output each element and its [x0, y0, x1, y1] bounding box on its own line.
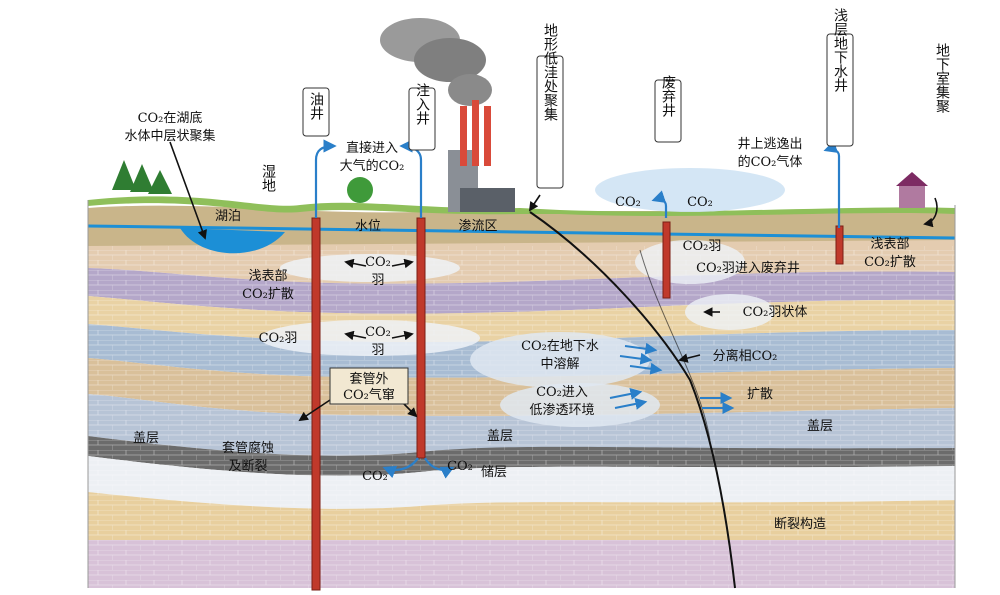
well-escape-line2: 的CO₂气体	[738, 154, 803, 170]
reservoir-label: 储层	[481, 465, 507, 480]
cap-left-label: 盖层	[133, 431, 159, 446]
basement-label: 地下室集聚	[934, 43, 950, 114]
low-perm-line1: CO₂进入	[536, 385, 588, 400]
lake-co2-line2: 水体中层状聚集	[124, 128, 215, 144]
fault-line-secondary	[639, 249, 711, 441]
low-perm-line2: 低渗透环境	[529, 403, 594, 418]
plume-1-line1: CO₂	[365, 255, 391, 270]
topo-low-label: 地形低洼处聚集	[542, 23, 558, 121]
plume-right-body	[685, 294, 775, 330]
plume-upper	[280, 254, 460, 282]
oil-well-casing	[311, 217, 321, 591]
casing-box	[329, 367, 409, 405]
co2-plume-body-label: CO₂羽状体	[743, 305, 808, 320]
diffusion-arrows	[609, 342, 735, 414]
casing-line2: CO₂气窜	[343, 387, 395, 403]
corrosion-line1: 套管腐蚀	[222, 440, 274, 456]
lake-label: 湖泊	[215, 209, 241, 224]
cap-mid-label: 盖层	[487, 429, 513, 444]
co2-plume-right-label: CO₂羽	[683, 239, 722, 254]
escape-cloud	[595, 168, 785, 212]
water-table-line	[87, 224, 956, 240]
lake-co2-line1: CO₂在湖底	[138, 110, 203, 126]
plume-enter-abandoned-label: CO₂羽进入废弃井	[696, 260, 800, 276]
direct-atm-line2: 大气的CO₂	[340, 158, 405, 174]
co2-gas-b: CO₂	[687, 195, 713, 210]
separated-label: 分离相CO₂	[713, 348, 778, 364]
shallow-diff-left-line1: 浅表部	[248, 269, 287, 284]
text-labels: CO₂在湖底 水体中层状聚集 湖泊 直接进入 大气的CO₂ 水位 渗流区 CO₂…	[124, 110, 915, 532]
power-plant	[448, 100, 515, 212]
co2-plume-left-label: CO₂羽	[259, 331, 298, 346]
shallow-diff-right-line1: 浅表部	[870, 237, 909, 252]
water-level-label: 水位	[355, 219, 381, 234]
direct-atm-line1: 直接进入	[346, 140, 398, 156]
shallow-gw-well-label: 浅层地下水井	[832, 8, 848, 93]
fault-label: 断裂构造	[774, 517, 826, 532]
seepage-label: 渗流区	[458, 219, 497, 234]
injection-well-label: 注入井	[414, 83, 430, 126]
dissolve-line1: CO₂在地下水	[521, 339, 599, 354]
well-escape-line1: 井上逃逸出	[737, 137, 802, 152]
trees	[112, 160, 373, 203]
dissolve-line2: 中溶解	[540, 357, 579, 372]
ground-surface	[88, 196, 955, 216]
co2-reservoir-a: CO₂	[362, 469, 388, 484]
plume-2-line1: CO₂	[365, 325, 391, 340]
casing-line1: 套管外	[349, 371, 388, 387]
plume-2-line2: 羽	[371, 343, 384, 358]
diffusion-label: 扩散	[747, 387, 773, 402]
shallow-diff-left-line2: CO₂扩散	[242, 287, 294, 302]
abandoned-well-casing	[662, 221, 671, 299]
co2-gas-a: CO₂	[615, 195, 641, 210]
cap-right-label: 盖层	[807, 419, 833, 434]
pointer-arrows	[169, 141, 938, 422]
smoke-cloud	[380, 18, 492, 106]
shallow-gw-well-casing	[835, 225, 844, 265]
vertical-labels: 油井 注入井 地形低洼处聚集 废弃井 浅层地下水井 地下室集聚 湿地	[260, 8, 950, 192]
co2-reservoir-b: CO₂	[447, 459, 473, 474]
wetland-label: 湿地	[260, 164, 276, 192]
dissolved-zone	[470, 332, 650, 388]
plume-1-line2: 羽	[371, 273, 384, 288]
low-perm-zone	[500, 383, 660, 427]
injection-well-casing	[416, 217, 426, 459]
house	[896, 172, 928, 208]
oil-well-label: 油井	[308, 92, 324, 121]
abandoned-well-label: 废弃井	[660, 75, 676, 118]
shallow-diff-right-line2: CO₂扩散	[864, 255, 916, 270]
wells	[311, 217, 844, 591]
corrosion-line2: 及断裂	[228, 459, 267, 474]
fault-line	[529, 211, 736, 589]
